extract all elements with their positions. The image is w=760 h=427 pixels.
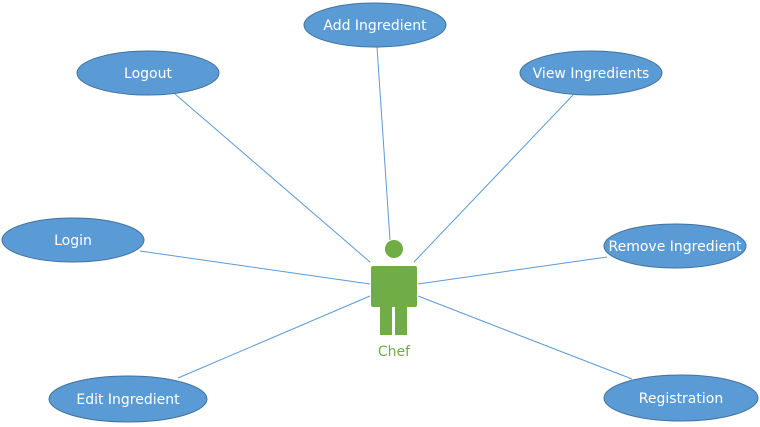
association-line-registration — [417, 295, 633, 380]
connector-layer — [139, 46, 633, 380]
use-case-label: Registration — [639, 391, 723, 407]
use-case-label: Edit Ingredient — [76, 392, 180, 408]
use-case-label: Remove Ingredient — [609, 239, 742, 255]
association-line-remove-ingredient — [417, 256, 608, 285]
actor-label: Chef — [378, 344, 411, 360]
use-case-remove-ingredient[interactable]: Remove Ingredient — [603, 223, 747, 269]
association-line-add-ingredient — [376, 46, 391, 241]
actor-chef: Chef — [371, 240, 417, 360]
use-case-edit-ingredient[interactable]: Edit Ingredient — [48, 375, 208, 423]
use-case-label: Add Ingredient — [323, 18, 427, 34]
use-case-registration[interactable]: Registration — [603, 374, 759, 422]
use-case-label: Logout — [124, 66, 172, 82]
association-line-view-ingredients — [413, 94, 574, 263]
use-case-add-ingredient[interactable]: Add Ingredient — [303, 2, 447, 48]
association-line-logout — [174, 93, 371, 263]
association-line-login — [139, 250, 371, 285]
use-case-logout[interactable]: Logout — [76, 50, 220, 96]
person-icon — [371, 240, 417, 335]
use-case-label: View Ingredients — [533, 66, 650, 82]
use-case-login[interactable]: Login — [1, 217, 145, 263]
use-case-view-ingredients[interactable]: View Ingredients — [519, 50, 663, 96]
association-line-edit-ingredient — [177, 295, 371, 379]
use-case-label: Login — [54, 233, 92, 249]
